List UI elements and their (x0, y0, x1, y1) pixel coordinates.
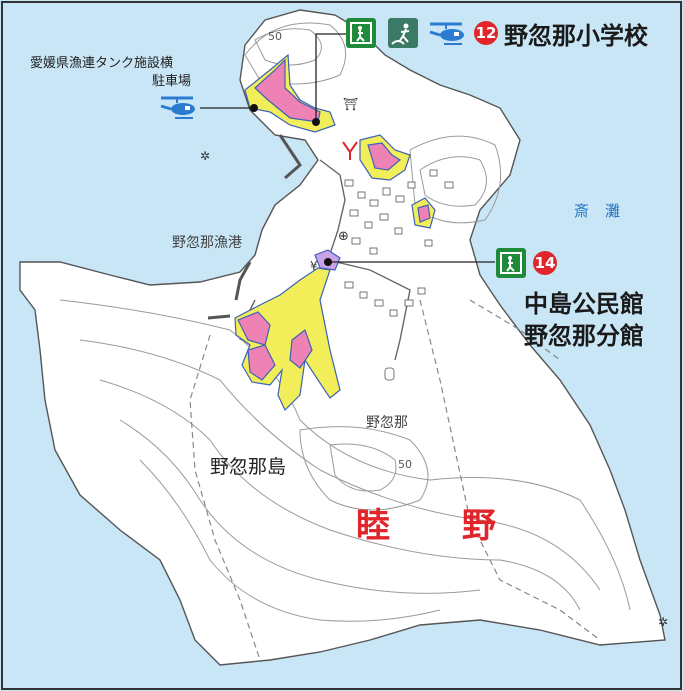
heliport-site-label-line2: 駐車場 (152, 74, 192, 89)
heliport-icon (158, 92, 200, 122)
contour-lines (59, 22, 631, 622)
post-office-symbol: ⊕ (338, 229, 349, 244)
contour-label: 50 (268, 30, 282, 43)
shrine-symbol: ⛩ (343, 97, 358, 111)
heliport-icon (428, 18, 468, 48)
sea-label: 斎灘 (574, 202, 637, 220)
district-label: 睦 野 (356, 506, 526, 546)
transmission-symbol (342, 141, 358, 160)
facility-number-badge: 14 (533, 251, 557, 275)
evacuation-shelter-icon (496, 248, 526, 278)
contour-label: 50 (398, 458, 412, 471)
school-location-dot (312, 118, 320, 126)
facility-number-badge: 12 (474, 21, 498, 45)
trail-lines (189, 299, 601, 661)
village-label: 野忽那 (366, 415, 408, 431)
heliport-site-label-line1: 愛媛県漁連タンク施設横 (30, 56, 174, 71)
facility-name-hall-line2: 野忽那分館 (524, 322, 644, 350)
shop-symbol: ¥ (310, 259, 318, 273)
breakwaters (207, 134, 302, 320)
buildings (344, 169, 454, 381)
harbor-label: 野忽那漁港 (172, 235, 242, 251)
hazard-zones (234, 53, 436, 412)
lighthouse-symbol: ✲ (200, 149, 210, 163)
hall-location-dot (324, 258, 332, 266)
facility-name-school: 野忽那小学校 (504, 22, 648, 50)
island-name-label: 野忽那島 (210, 456, 287, 478)
heliport-location-dot (250, 104, 258, 112)
evacuation-shelter-icon (346, 18, 376, 48)
island-landmass (19, 9, 666, 666)
tsunami-evacuation-icon (388, 18, 418, 48)
leader-lines (200, 33, 495, 263)
lighthouse-symbol-2: ✲ (658, 615, 668, 629)
facility-name-hall-line1: 中島公民館 (524, 290, 644, 318)
